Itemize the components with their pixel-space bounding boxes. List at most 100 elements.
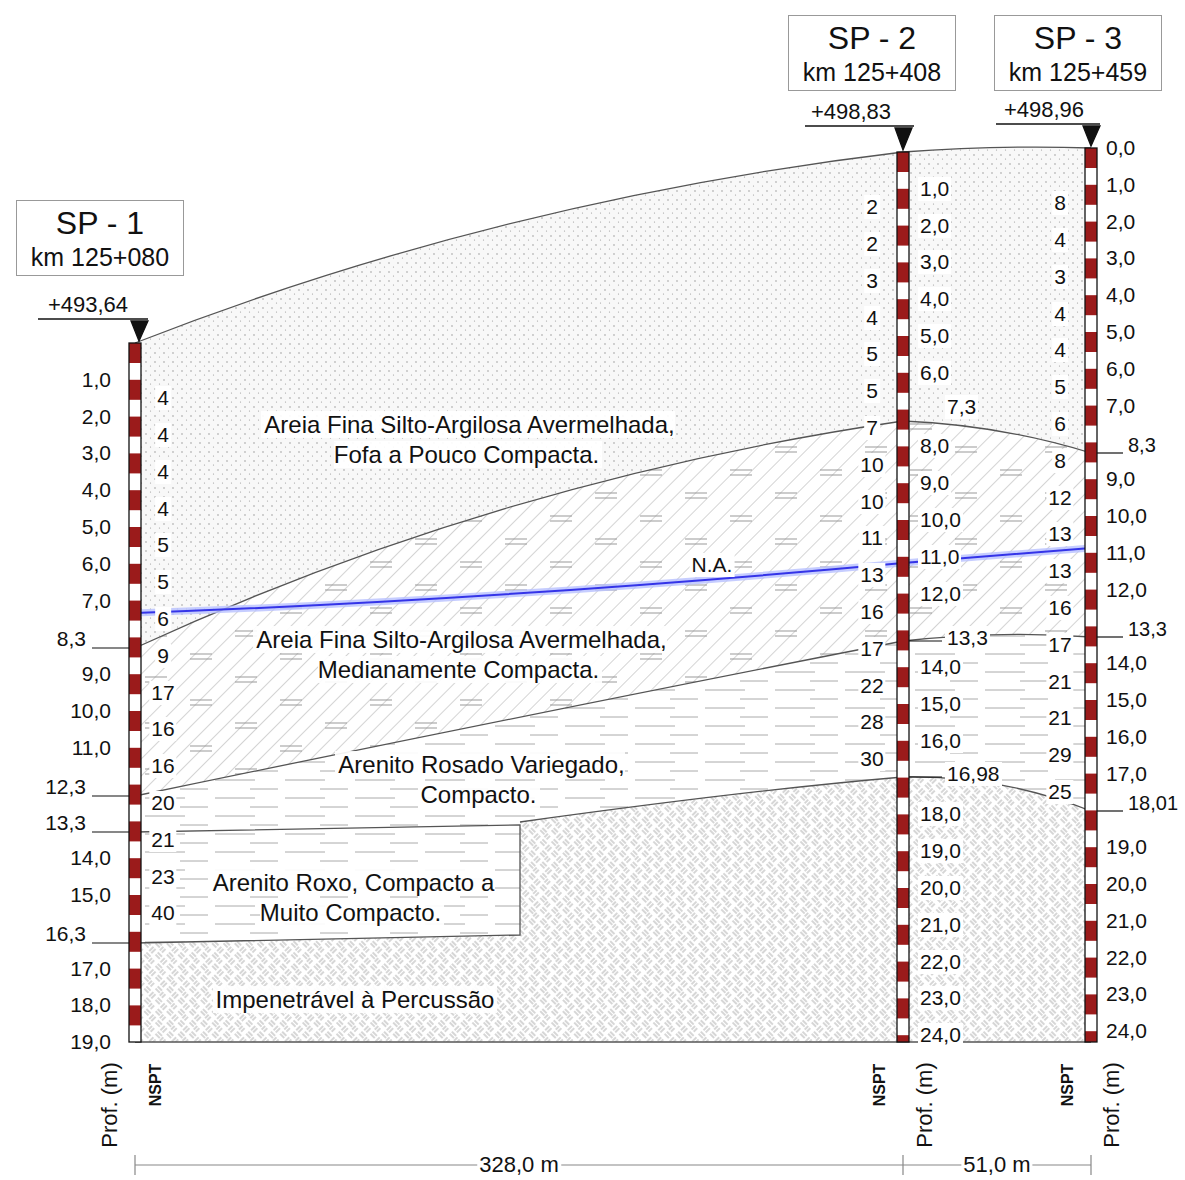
sample-segment bbox=[897, 630, 909, 650]
sample-segment bbox=[897, 299, 909, 319]
depth-tick bbox=[1097, 636, 1123, 637]
nspt-value: 8 bbox=[1052, 449, 1068, 473]
depth-label: 1,0 bbox=[918, 177, 951, 201]
depth-label: 4,0 bbox=[80, 478, 113, 502]
nspt-value: 4 bbox=[1052, 228, 1068, 252]
sample-segment bbox=[129, 674, 141, 694]
sample-segment bbox=[129, 932, 141, 952]
boundary-line bbox=[135, 825, 520, 943]
dimension-line bbox=[135, 1164, 1091, 1165]
sample-segment bbox=[1085, 185, 1097, 205]
pink-sandstone-layer bbox=[135, 634, 1091, 832]
nspt-value: 17 bbox=[1046, 633, 1073, 657]
nspt-value: 12 bbox=[1046, 486, 1073, 510]
depth-label: 16,0 bbox=[918, 729, 963, 753]
sample-segment bbox=[1085, 332, 1097, 352]
depth-label: 7,3 bbox=[945, 395, 978, 419]
layer-label-box: Areia Fina Silto-Argilosa Avermelhada, F… bbox=[248, 410, 688, 470]
elevation-label: +498,96 bbox=[1002, 98, 1086, 122]
nspt-value: 21 bbox=[1046, 670, 1073, 694]
sample-segment bbox=[129, 895, 141, 915]
sample-segment bbox=[129, 637, 141, 657]
nspt-value: 16 bbox=[149, 754, 176, 778]
depth-label: 14,0 bbox=[1104, 651, 1149, 675]
depth-label: 8,3 bbox=[1126, 433, 1158, 457]
sample-segment bbox=[1085, 626, 1097, 646]
nspt-value: 16 bbox=[149, 717, 176, 741]
nspt-value: 2 bbox=[864, 195, 880, 219]
depth-label: 11,0 bbox=[70, 736, 113, 760]
dimension-tick bbox=[134, 1155, 135, 1175]
borehole-header-box: SP - 3km 125+459 bbox=[994, 15, 1162, 91]
axis-label: NSPT bbox=[868, 1062, 892, 1109]
depth-label: 13,3 bbox=[43, 811, 88, 835]
depth-tick bbox=[909, 640, 942, 641]
nspt-value: 5 bbox=[1052, 375, 1068, 399]
nspt-value: 4 bbox=[1052, 302, 1068, 326]
nspt-value: 21 bbox=[1046, 706, 1073, 730]
depth-label: 15,0 bbox=[918, 692, 963, 716]
sample-segment bbox=[1085, 222, 1097, 242]
sample-segment bbox=[1085, 994, 1097, 1014]
borehole-outline bbox=[129, 343, 141, 1042]
nspt-value: 17 bbox=[858, 637, 885, 661]
sample-segment bbox=[897, 925, 909, 945]
layer-label-box: Impenetrável à Percussão bbox=[195, 985, 515, 1015]
sample-segment bbox=[897, 998, 909, 1018]
depth-label: 9,0 bbox=[1104, 467, 1137, 491]
sample-segment bbox=[129, 380, 141, 400]
borehole-column bbox=[129, 343, 141, 1042]
depth-label: 9,0 bbox=[80, 662, 113, 686]
sample-segment bbox=[1085, 1031, 1097, 1042]
depth-label: 7,0 bbox=[80, 589, 113, 613]
depth-label: 2,0 bbox=[80, 405, 113, 429]
nspt-value: 2 bbox=[864, 232, 880, 256]
nspt-value: 17 bbox=[149, 681, 176, 705]
depth-label: 23,0 bbox=[1104, 982, 1149, 1006]
depth-tick bbox=[92, 942, 129, 943]
layer-label: Impenetrável à Percussão bbox=[213, 986, 498, 1013]
nspt-value: 7 bbox=[864, 416, 880, 440]
depth-tick bbox=[1097, 810, 1123, 811]
sample-segment bbox=[1085, 369, 1097, 389]
sample-segment bbox=[129, 1005, 141, 1025]
nspt-value: 30 bbox=[858, 747, 885, 771]
sample-segment bbox=[129, 417, 141, 437]
nspt-value: 11 bbox=[859, 526, 885, 550]
depth-label: 19,0 bbox=[68, 1030, 113, 1054]
boundary-line bbox=[135, 421, 1091, 648]
depth-label: 11,0 bbox=[918, 545, 961, 569]
axis-label: NSPT bbox=[144, 1062, 168, 1109]
layer-label: Areia Fina Silto-Argilosa Avermelhada, M… bbox=[253, 626, 666, 683]
depth-label: 14,0 bbox=[918, 655, 963, 679]
sample-segment bbox=[897, 814, 909, 834]
depth-label: 21,0 bbox=[918, 913, 963, 937]
sample-segment bbox=[1085, 847, 1097, 867]
nspt-value: 3 bbox=[1052, 265, 1068, 289]
sample-segment bbox=[129, 785, 141, 805]
sample-segment bbox=[129, 453, 141, 473]
depth-label: 11,0 bbox=[1104, 541, 1147, 565]
sample-segment bbox=[1085, 737, 1097, 757]
nspt-value: 20 bbox=[149, 791, 176, 815]
sample-segment bbox=[897, 888, 909, 908]
depth-label: 16,98 bbox=[945, 762, 1002, 786]
sample-segment bbox=[1085, 884, 1097, 904]
sample-segment bbox=[897, 851, 909, 871]
elevation-line bbox=[996, 123, 1100, 124]
nspt-value: 3 bbox=[864, 269, 880, 293]
nspt-value: 13 bbox=[1046, 559, 1073, 583]
depth-label: 2,0 bbox=[1104, 210, 1137, 234]
sample-segment bbox=[897, 520, 909, 540]
sample-segment bbox=[129, 527, 141, 547]
nspt-value: 4 bbox=[155, 423, 171, 447]
depth-tick bbox=[909, 776, 942, 777]
borehole-columns bbox=[129, 148, 1097, 1042]
elevation-label: +498,83 bbox=[809, 100, 893, 124]
sample-segment bbox=[897, 667, 909, 687]
sample-segment bbox=[129, 490, 141, 510]
depth-label: 3,0 bbox=[1104, 246, 1137, 270]
borehole-name: SP - 3 bbox=[1009, 19, 1147, 57]
depth-tick bbox=[1097, 452, 1123, 453]
elevation-markers bbox=[38, 124, 1100, 341]
